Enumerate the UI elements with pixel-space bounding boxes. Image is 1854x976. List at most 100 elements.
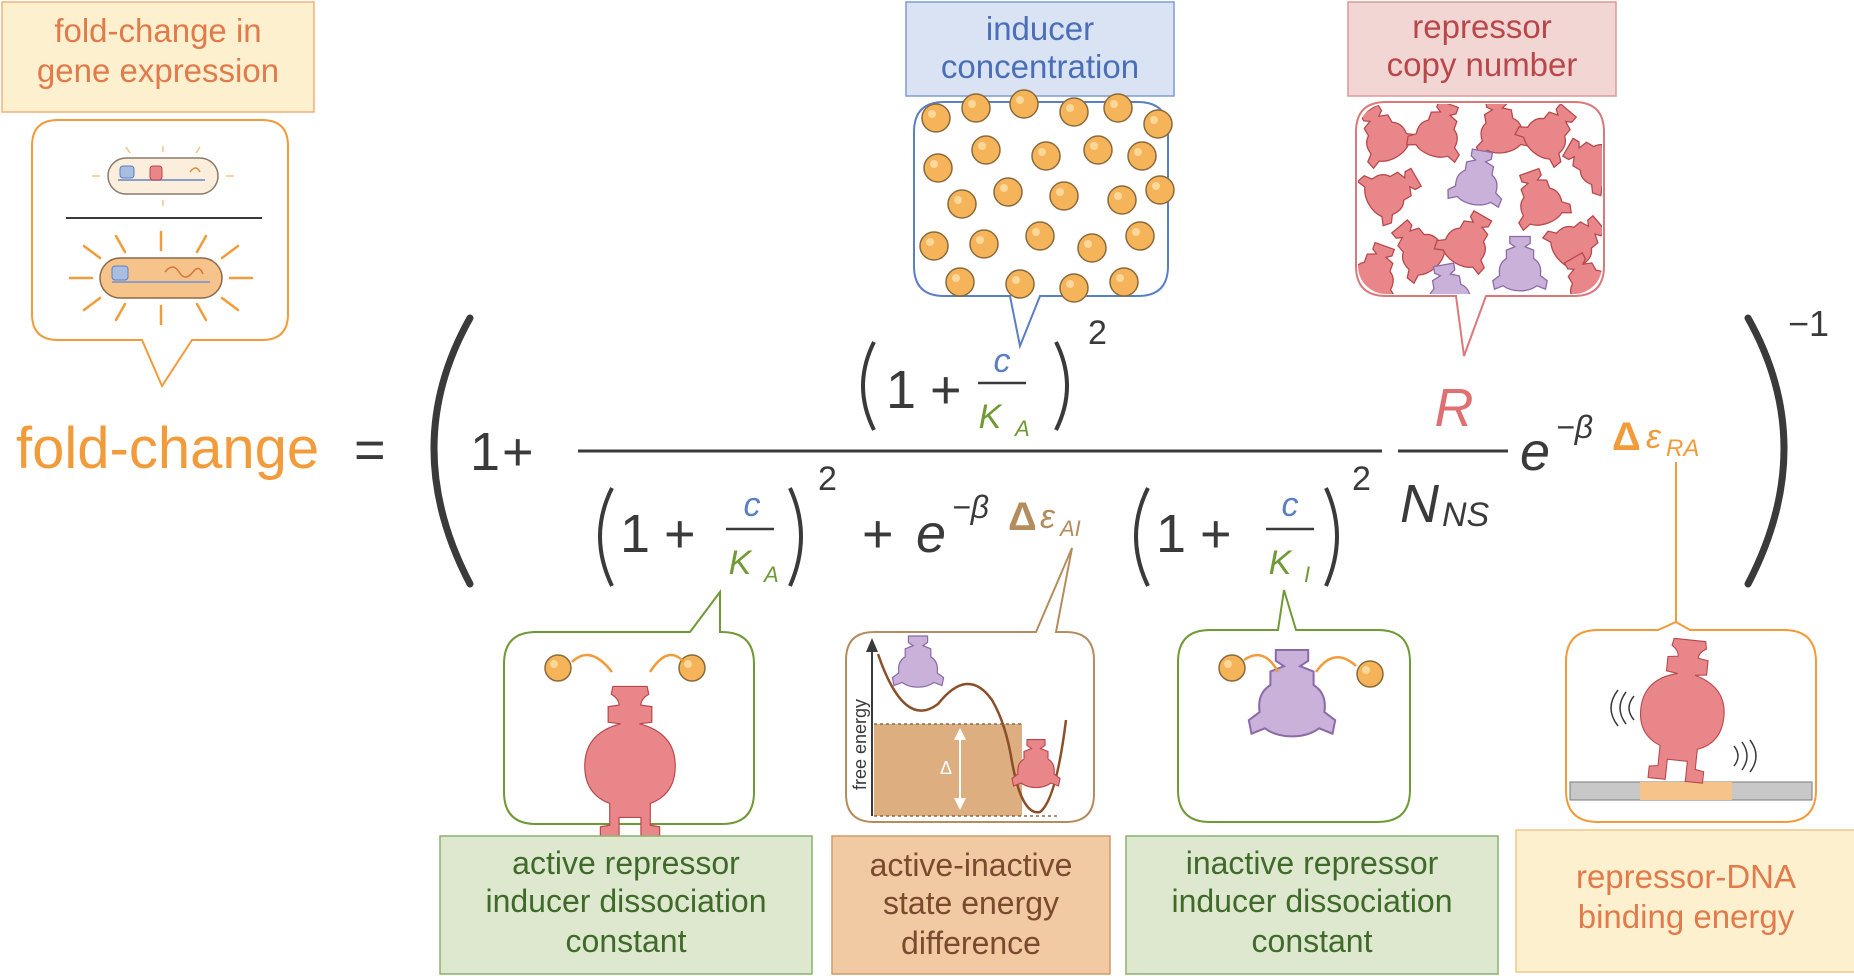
label-line-2: binding energy	[1578, 898, 1795, 935]
inducer-molecule-icon	[921, 103, 951, 133]
inducer-molecule-icon	[947, 189, 977, 219]
N-NS: N	[1400, 474, 1440, 534]
label-line-3: constant	[566, 923, 687, 959]
label-line-1: repressor	[1412, 8, 1551, 45]
inducer-molecule-icon	[945, 267, 975, 297]
active-inactive-energy-callout: free energy Δ active-inactive state ener…	[831, 547, 1111, 975]
label-line-1: repressor-DNA	[1576, 858, 1796, 895]
svg-text:+: +	[930, 360, 962, 420]
delta-AI: Δ	[1008, 495, 1037, 539]
unbinding-arrow	[571, 653, 613, 673]
label-box	[905, 1, 1175, 97]
inducer-molecule-icon	[919, 231, 949, 261]
label-line-2: copy number	[1387, 46, 1578, 83]
label-line-2: state energy	[883, 885, 1059, 921]
inducer-c: c	[994, 342, 1011, 380]
label-line-1: active-inactive	[870, 847, 1073, 883]
bacterium-low-expression-icon	[92, 146, 234, 206]
inducer-molecule-icon	[678, 654, 706, 682]
one: 1	[470, 422, 500, 482]
svg-text:I: I	[1304, 562, 1310, 587]
repressor-ratio: R N NS	[1398, 378, 1508, 534]
speech-bubble	[31, 119, 289, 389]
inducer-molecule-icon	[544, 654, 572, 682]
svg-text:ε: ε	[1040, 498, 1056, 536]
inducer-molecule-icon	[1109, 267, 1139, 297]
inducer-molecule-icon	[1059, 97, 1089, 127]
label-line-2: concentration	[941, 48, 1139, 85]
svg-text:A: A	[762, 562, 779, 587]
repressor-dna-exponential: e −β Δ ε RA	[1520, 409, 1699, 482]
inducer-molecule-icon	[919, 89, 1175, 303]
axis-arrow-icon	[866, 638, 878, 652]
inducer-molecule-icon	[1103, 93, 1133, 123]
svg-text:NS: NS	[1442, 496, 1490, 534]
repressor-copy-number-callout: repressor copy number	[1347, 1, 1617, 357]
denominator: 1 + c K A 2 + e −β Δ ε AI 1 + c K I 2	[598, 460, 1371, 587]
inducer-molecule-icon	[1356, 660, 1384, 688]
inducer-molecule-icon	[1145, 175, 1175, 205]
free-energy-axis-label: free energy	[850, 699, 870, 790]
fold-change-gene-expression-callout: fold-change in gene expression	[1, 1, 315, 389]
svg-text:+: +	[1200, 504, 1232, 564]
energy-landscape-curve	[876, 653, 1068, 814]
numerator: 1 + c K A 2	[861, 314, 1107, 441]
equation-lhs: fold-change	[16, 416, 319, 481]
R: R	[1435, 378, 1474, 438]
label-line-2: inducer dissociation	[1171, 883, 1452, 919]
svg-text:c: c	[1282, 486, 1299, 524]
svg-text:+: +	[664, 504, 696, 564]
label-box	[439, 835, 813, 975]
svg-text:K: K	[729, 544, 753, 582]
svg-text:ε: ε	[1646, 418, 1662, 456]
inducer-molecule-icon	[1218, 654, 1246, 682]
svg-text:c: c	[744, 486, 761, 524]
svg-text:−β: −β	[1556, 409, 1593, 445]
equals-sign: =	[354, 420, 386, 480]
repressor-dna-energy-callout: repressor-DNA binding energy	[1515, 620, 1854, 973]
inducer-molecule-icon	[1125, 221, 1155, 251]
big-right-paren	[1744, 314, 1788, 588]
inducer-molecule-icon	[1049, 181, 1079, 211]
label-box	[831, 835, 1111, 975]
label-box	[1515, 829, 1854, 973]
energy-gap-fill	[874, 724, 1022, 816]
inducer-molecule-icon	[969, 229, 999, 259]
unbinding-arrow	[1314, 656, 1357, 673]
unbinding-arrow	[1243, 653, 1280, 673]
inducer-molecule-icon	[961, 93, 991, 123]
inducer-molecule-icon	[1025, 221, 1055, 251]
svg-text:AI: AI	[1058, 516, 1081, 541]
K-A: K	[979, 398, 1003, 436]
unbinding-arrow	[648, 653, 685, 673]
label-line-3: difference	[901, 925, 1041, 961]
inducer-molecule-icon	[1077, 233, 1107, 263]
bacterium-high-expression-icon	[68, 230, 254, 326]
label-line-3: constant	[1252, 923, 1373, 959]
svg-text:2: 2	[1352, 460, 1371, 498]
label-line-2: gene expression	[37, 52, 279, 89]
svg-text:−β: −β	[952, 489, 989, 525]
inactive-repressor-kd-callout: inactive repressor inducer dissociation …	[1125, 589, 1499, 975]
active-repressor-kd-callout: active repressor inducer dissociation co…	[439, 589, 813, 975]
inducer-molecule-icon	[993, 177, 1023, 207]
inducer-concentration-callout: inducer concentration	[905, 1, 1175, 350]
delta-RA: Δ	[1612, 415, 1641, 459]
inducer-molecule-icon	[1127, 141, 1157, 171]
inducer-molecule-icon	[1031, 141, 1061, 171]
label-line-1: inducer	[986, 10, 1094, 47]
label-line-2: inducer dissociation	[485, 883, 766, 919]
svg-text:2: 2	[1088, 314, 1107, 352]
exponent-minus-one: −1	[1788, 303, 1829, 344]
label-line-1: fold-change in	[54, 12, 261, 49]
inducer-molecule-icon	[1009, 89, 1039, 119]
plus: +	[502, 422, 534, 482]
label-box	[1, 1, 315, 113]
inducer-molecule-icon	[1143, 109, 1173, 139]
svg-text:A: A	[1013, 416, 1030, 441]
label-box	[1125, 835, 1499, 975]
K-I: K	[1269, 544, 1293, 582]
svg-text:+: +	[862, 504, 894, 564]
label-box	[1347, 1, 1617, 97]
